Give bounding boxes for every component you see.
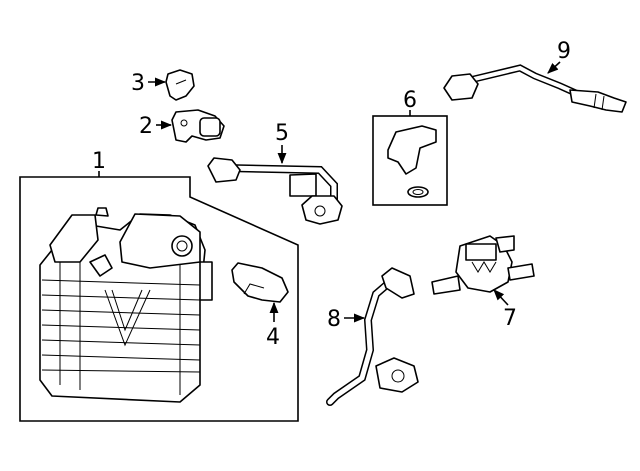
canister-cap (95, 207, 109, 217)
canister-frame (19, 176, 299, 422)
callout-4: 4 (266, 325, 280, 350)
oxygen-sensor-body (569, 89, 627, 113)
hose-connector-left (207, 157, 241, 183)
callout-3: 3 (131, 71, 145, 96)
valve-inlet-port (431, 275, 461, 295)
valve-connector (495, 235, 515, 253)
canister-side-port (199, 261, 213, 301)
callout-1: 1 (92, 149, 106, 174)
canister-nipple (89, 254, 113, 277)
pressure-sensor-part-6 (387, 125, 437, 175)
callout-2: 2 (139, 114, 153, 139)
valve-outlet-port (507, 263, 535, 281)
hose-tag (289, 173, 317, 197)
connector-part-4 (231, 262, 289, 303)
canister-port-left (49, 214, 99, 263)
callout-9: 9 (557, 39, 571, 64)
callout-6: 6 (403, 88, 417, 113)
canister-port-ring (171, 235, 193, 257)
leader-9 (547, 61, 561, 74)
canister-group (19, 176, 299, 422)
sensor-connector (199, 117, 221, 137)
sensor-plug-9 (443, 73, 479, 101)
hose-connector-right (301, 195, 343, 225)
valve-top (465, 243, 497, 261)
callout-8: 8 (327, 307, 341, 332)
callout-5: 5 (275, 121, 289, 146)
callout-7: 7 (503, 306, 517, 331)
bracket-part-3 (165, 69, 195, 101)
sensor-seal (407, 186, 429, 198)
tube-connector-top (381, 267, 415, 299)
tube-connector-bottom (375, 357, 419, 393)
leader-7 (493, 289, 509, 306)
